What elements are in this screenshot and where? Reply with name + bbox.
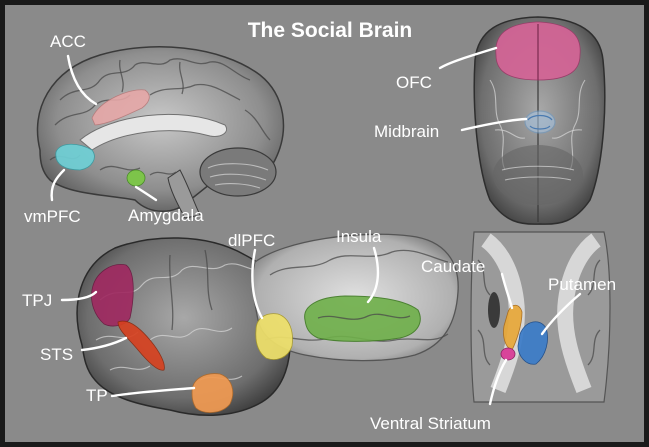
acc-label: ACC (50, 32, 86, 51)
sts-label: STS (40, 345, 73, 364)
tpj-label: TPJ (22, 291, 52, 310)
ventral-striatum-region (501, 348, 515, 360)
tp-region (192, 374, 233, 413)
dlpfc-label: dlPFC (228, 231, 275, 250)
ofc-label: OFC (396, 73, 432, 92)
tp-label: TP (86, 386, 108, 405)
midbrain-region (525, 111, 555, 133)
insula-label: Insula (336, 227, 382, 246)
amygdala-label: Amygdala (128, 206, 204, 225)
amygdala-region (127, 170, 145, 186)
dlpfc-region (256, 314, 293, 360)
putamen-label: Putamen (548, 275, 616, 294)
ventral-striatum-label: Ventral Striatum (370, 414, 491, 433)
midbrain-label: Midbrain (374, 122, 439, 141)
vmpfc-label: vmPFC (24, 207, 81, 226)
caudate-label: Caudate (421, 257, 485, 276)
coronal-slice (471, 232, 610, 402)
figure-title: The Social Brain (248, 19, 413, 42)
